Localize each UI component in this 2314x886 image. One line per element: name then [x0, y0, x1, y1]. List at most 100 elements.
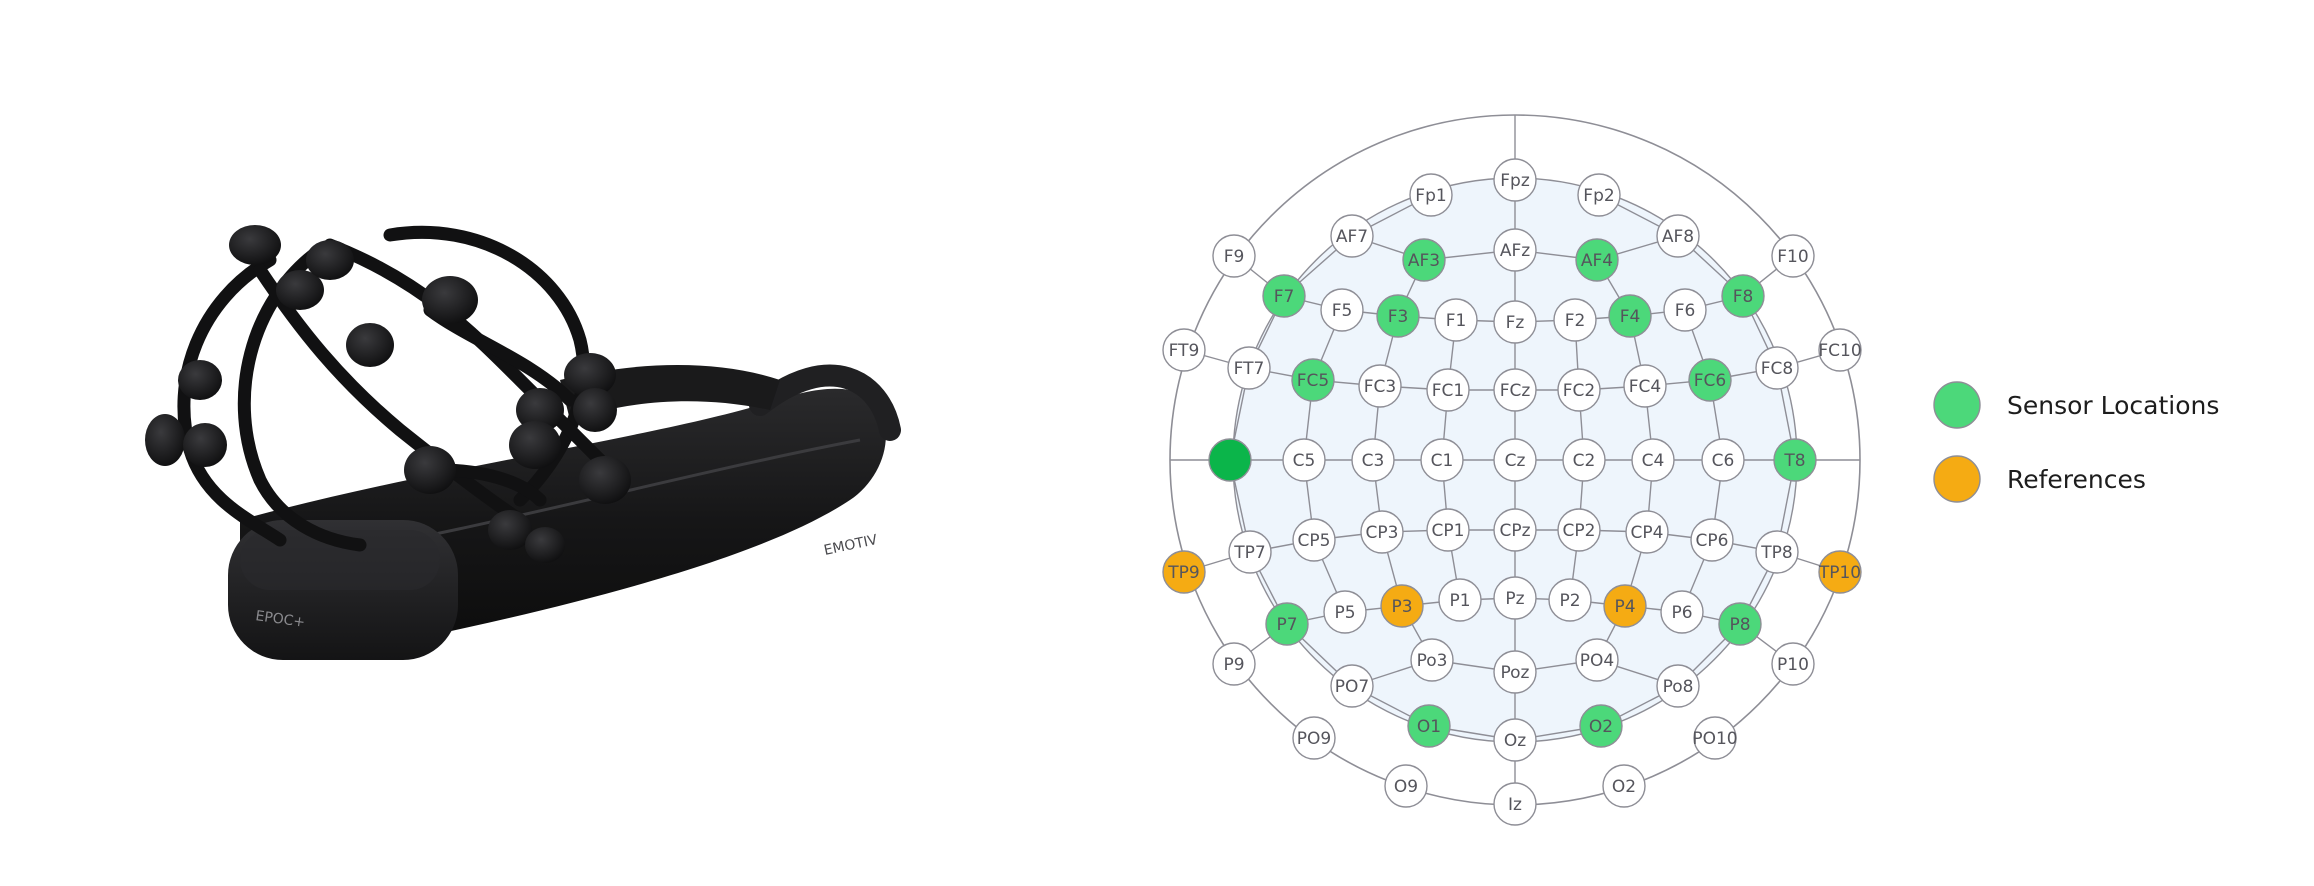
electrode-circle	[1493, 508, 1537, 552]
electrode-fp1: Fp1	[1409, 173, 1453, 217]
legend-swatch-sensor	[1933, 381, 1981, 429]
electrode-fz: Fz	[1493, 300, 1537, 344]
electrode-label: F5	[1332, 301, 1353, 321]
electrode-label: AFz	[1500, 241, 1530, 261]
electrode-label: P8	[1729, 615, 1750, 635]
electrode-circle	[1771, 642, 1815, 686]
electrode-c3: C3	[1351, 438, 1395, 482]
electrode-circle	[1701, 438, 1745, 482]
electrode-circle	[1553, 298, 1597, 342]
electrode-label: C3	[1362, 451, 1385, 471]
electrode-af3: AF3	[1402, 238, 1446, 282]
electrode-f3: F3	[1376, 294, 1420, 338]
electrode-p6: P6	[1660, 590, 1704, 634]
electrode-label: CP2	[1563, 521, 1596, 541]
electrode-circle	[1493, 368, 1537, 412]
electrode-cz: Cz	[1493, 438, 1537, 482]
electrode-label: FC10	[1818, 341, 1861, 361]
electrode-label: FT7	[1234, 359, 1265, 379]
electrode-circle	[1625, 510, 1669, 554]
electrode-circle	[1493, 228, 1537, 272]
electrode-p7: P7	[1265, 602, 1309, 646]
electrode-p9: P9	[1212, 642, 1256, 686]
electrode-label: TP8	[1760, 543, 1792, 563]
electrode-circle	[1493, 576, 1537, 620]
electrode-circle	[1212, 234, 1256, 278]
electrode-fc2: FC2	[1557, 368, 1601, 412]
electrode-circle	[1227, 346, 1271, 390]
electrode-fc10: FC10	[1818, 328, 1862, 372]
electrode-label: C6	[1712, 451, 1735, 471]
electrode-label: C5	[1293, 451, 1316, 471]
electrode-circle	[1493, 158, 1537, 202]
electrode-label: C4	[1642, 451, 1665, 471]
electrode-af8: AF8	[1656, 214, 1700, 258]
electrode-iz: Iz	[1493, 782, 1537, 826]
electrode-label: CPz	[1499, 521, 1530, 541]
electrode-label: Fp1	[1415, 186, 1446, 206]
electrode-label: O1	[1417, 717, 1441, 737]
electrode-label: TP7	[1233, 543, 1265, 563]
electrode-label: P10	[1777, 655, 1809, 675]
electrode-circle	[1631, 438, 1675, 482]
electrode-ft9: FT9	[1162, 328, 1206, 372]
electrode-circle	[1162, 550, 1206, 594]
electrode-circle	[1579, 704, 1623, 748]
electrode-circle	[1282, 438, 1326, 482]
electrode-o2: O2	[1579, 704, 1623, 748]
electrode-pz: Pz	[1493, 576, 1537, 620]
electrode-p3: P3	[1380, 584, 1424, 628]
electrode-label: Fz	[1506, 313, 1525, 333]
electrode-circle	[1323, 590, 1367, 634]
electrode-label: F6	[1675, 301, 1696, 321]
electrode-circle	[1818, 550, 1862, 594]
electrode-circle	[1557, 368, 1601, 412]
electrode-circle	[1575, 638, 1619, 682]
electrode-label: F10	[1777, 247, 1808, 267]
electrode-circle	[1358, 364, 1402, 408]
electrode-circle	[1426, 368, 1470, 412]
electrode-tp9: TP9	[1162, 550, 1206, 594]
electrode-circle	[1351, 438, 1395, 482]
electrode-circle	[1660, 590, 1704, 634]
electrode-f8: F8	[1721, 274, 1765, 318]
electrode-label: PO10	[1692, 729, 1737, 749]
electrode-circle	[1208, 438, 1252, 482]
legend-swatch-reference	[1933, 455, 1981, 503]
electrode-cpz: CPz	[1493, 508, 1537, 552]
electrode-label: CP4	[1631, 523, 1664, 543]
electrode-circle	[1493, 300, 1537, 344]
electrode-po8: Po8	[1656, 664, 1700, 708]
electrode-circle	[1771, 234, 1815, 278]
electrode-circle	[1493, 438, 1537, 482]
electrode-label: Pz	[1505, 589, 1524, 609]
electrode-circle	[1330, 214, 1374, 258]
electrode-circle	[1688, 358, 1732, 402]
electrode-po9: PO9	[1292, 716, 1336, 760]
electrode-oz: Oz	[1493, 718, 1537, 762]
electrode-o1: O1	[1407, 704, 1451, 748]
electrode-circle	[1410, 638, 1454, 682]
electrode-label: O9	[1394, 777, 1418, 797]
electrode-circle	[1773, 438, 1817, 482]
electrode-circle	[1320, 288, 1364, 332]
electrode-f4: F4	[1608, 294, 1652, 338]
headset-sensor-pads	[145, 225, 631, 563]
electrode-label: P2	[1559, 591, 1580, 611]
electrode-fc6: FC6	[1688, 358, 1732, 402]
electrode-cp5: CP5	[1292, 518, 1336, 562]
electrode-circle	[1291, 358, 1335, 402]
electrode-o9: O9	[1384, 764, 1428, 808]
electrode-label: FT9	[1169, 341, 1200, 361]
legend-label-reference: References	[2007, 465, 2146, 494]
electrode-fc8: FC8	[1755, 346, 1799, 390]
electrode-c1: C1	[1420, 438, 1464, 482]
electrode-circle	[1690, 518, 1734, 562]
electrode-circle	[1755, 530, 1799, 574]
electrode-label: FC8	[1761, 359, 1793, 379]
electrode-circle	[1380, 584, 1424, 628]
electrode-circle	[1228, 530, 1272, 574]
electrode-c5: C5	[1282, 438, 1326, 482]
electrode-label: P6	[1671, 603, 1692, 623]
